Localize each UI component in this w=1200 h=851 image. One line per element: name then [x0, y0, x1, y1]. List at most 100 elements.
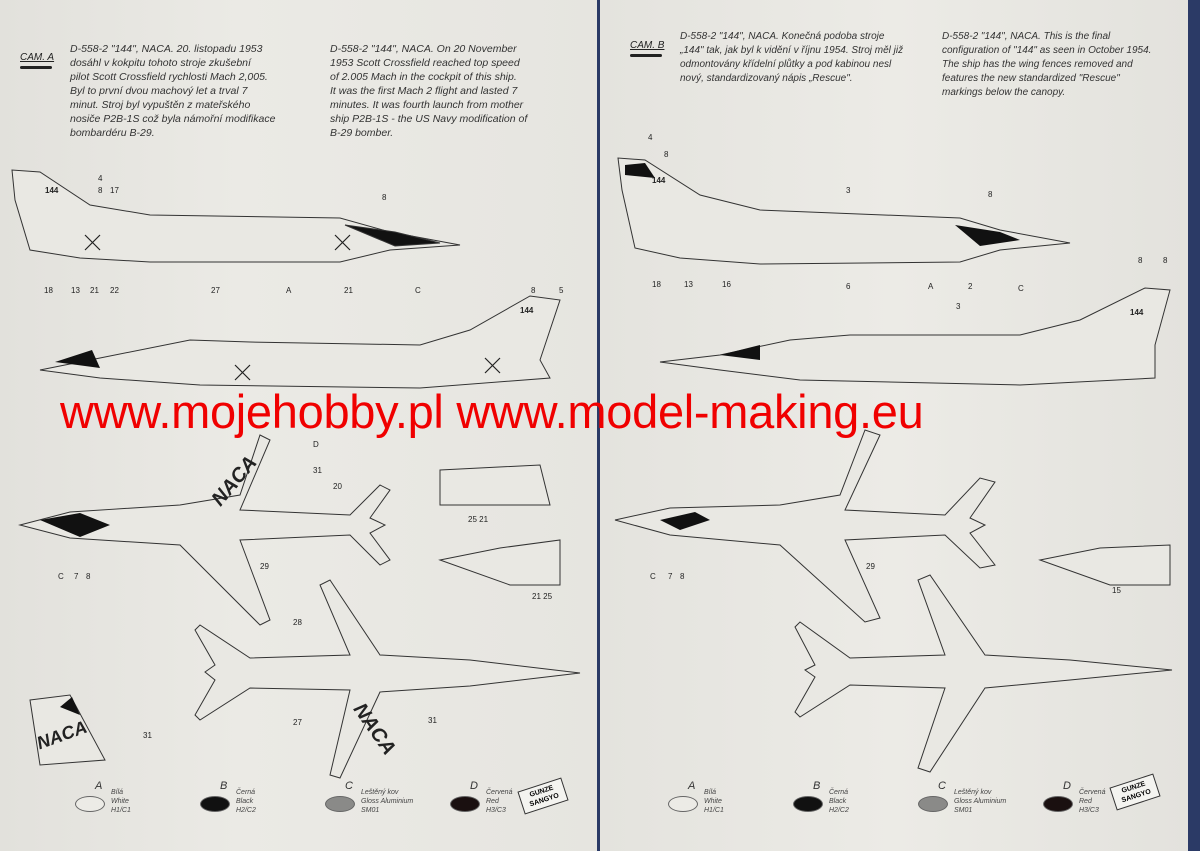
cam-b-label: CAM. B — [630, 40, 665, 57]
callout: 5 — [559, 286, 564, 295]
callout: 29 — [260, 562, 269, 571]
callout: C — [1018, 284, 1024, 293]
side-view-aircraft-2 — [659, 287, 1171, 386]
callout: 144 — [652, 176, 666, 185]
callout: 3 — [956, 302, 961, 311]
legend-text: Leštěný kov Gloss Aluminium SM01 — [954, 789, 1007, 814]
legend-letter: C — [938, 780, 946, 792]
legend-letter: B — [220, 780, 228, 792]
callout: A — [286, 286, 292, 295]
aircraft-drawings — [11, 169, 581, 779]
swatch — [200, 796, 230, 812]
callout: C — [415, 286, 421, 295]
legend-item-black: B Černá Black H2/C2 — [793, 780, 918, 826]
callout: C — [58, 572, 64, 581]
callout: 27 — [293, 718, 302, 727]
legend-item-aluminium: C Leštěný kov Gloss Aluminium SM01 — [918, 780, 1043, 826]
callout: 144 — [520, 306, 534, 315]
description-czech: D-558-2 "144", NACA. Konečná podoba stro… — [680, 31, 904, 84]
left-page: CAM. A D-558-2 "144", NACA. 20. listopad… — [0, 0, 597, 851]
legend-item-white: A Bílá White H1/C1 — [75, 780, 200, 826]
swatch — [325, 796, 355, 812]
legend-item-aluminium: C Leštěný kov Gloss Aluminium SM01 — [325, 780, 450, 826]
legend-item-white: A Bílá White H1/C1 — [668, 780, 793, 826]
callout: 8 — [86, 572, 91, 581]
callout: 8 — [1163, 256, 1168, 265]
paint-legend: A Bílá White H1/C1 B Černá Black H2/C2 C Le… — [75, 780, 575, 826]
callout: 144 — [1130, 308, 1144, 317]
swatch — [668, 796, 698, 812]
callout: 27 — [211, 286, 220, 295]
swatch — [793, 796, 823, 812]
callout: 16 — [722, 280, 731, 289]
side-view-aircraft — [617, 157, 1071, 265]
callout: 13 — [71, 286, 80, 295]
callout: 8 — [382, 193, 387, 202]
legend-letter: B — [813, 780, 821, 792]
legend-text: Černá Black H2/C2 — [829, 789, 849, 814]
legend-text: Černá Black H2/C2 — [236, 789, 256, 814]
callout: D — [313, 440, 319, 449]
legend-letter: A — [688, 780, 696, 792]
callout: 17 — [110, 186, 119, 195]
bottom-view-aircraft — [794, 574, 1173, 773]
callout: 20 — [333, 482, 342, 491]
nose-panel — [344, 224, 441, 247]
nose-detail-1 — [439, 464, 551, 506]
watermark: www.mojehobby.pl www.model-making.eu — [60, 385, 924, 438]
callout: 7 — [74, 572, 79, 581]
legend-letter: D — [1063, 780, 1071, 792]
callout: 8 — [98, 186, 103, 195]
legend-text: Leštěný kov Gloss Aluminium SM01 — [361, 789, 414, 814]
callout: 144 — [45, 186, 59, 195]
nose-detail — [1038, 544, 1171, 586]
callout: 13 — [684, 280, 693, 289]
callout: A — [928, 282, 934, 291]
callout: 8 — [1138, 256, 1143, 265]
callout: 3 — [846, 186, 851, 195]
legend-letter: D — [470, 780, 478, 792]
legend-text: Bílá White H1/C1 — [704, 789, 724, 814]
legend-item-red: D Červená Red H3/C3 — [450, 780, 575, 826]
callout: 4 — [98, 174, 103, 183]
tail-detail — [29, 694, 106, 766]
callout: 15 — [1112, 586, 1121, 595]
description-czech: D-558-2 "144", NACA. 20. listopadu 1953 … — [70, 43, 276, 139]
legend-item-red: D Červená Red H3/C3 — [1043, 780, 1168, 826]
callout: 18 — [44, 286, 53, 295]
side-view-aircraft-2 — [39, 295, 561, 389]
callout: 6 — [846, 282, 851, 291]
legend-letter: A — [95, 780, 103, 792]
swatch — [1043, 796, 1073, 812]
bottom-view-aircraft — [194, 579, 581, 779]
callout: 31 — [428, 716, 437, 725]
side-view-aircraft — [11, 169, 461, 263]
callout: 7 — [668, 572, 673, 581]
top-view-aircraft — [18, 434, 391, 626]
legend-text: Bílá White H1/C1 — [111, 789, 131, 814]
legend-text: Červená Red H3/C3 — [486, 789, 513, 814]
aircraft-drawings — [614, 157, 1173, 773]
callout: 21 — [90, 286, 99, 295]
callout: 29 — [866, 562, 875, 571]
callout: 2 — [968, 282, 973, 291]
callout: 8 — [664, 150, 669, 159]
cam-a-label: CAM. A — [20, 52, 55, 69]
description-english: D-558-2 "144", NACA. On 20 November 1953… — [330, 43, 528, 139]
callout: 18 — [652, 280, 661, 289]
callout: 21 — [344, 286, 353, 295]
callout: 31 — [313, 466, 322, 475]
callout: 22 — [110, 286, 119, 295]
paint-legend: A Bílá White H1/C1 B Černá Black H2/C2 C Le… — [668, 780, 1168, 826]
callout: C — [650, 572, 656, 581]
callout: 25 21 — [468, 515, 489, 524]
callout: 4 — [648, 133, 653, 142]
legend-item-black: B Černá Black H2/C2 — [200, 780, 325, 826]
legend-text: Červená Red H3/C3 — [1079, 789, 1106, 814]
legend-letter: C — [345, 780, 353, 792]
swatch — [918, 796, 948, 812]
callout: 8 — [531, 286, 536, 295]
swatch — [450, 796, 480, 812]
callout: 28 — [293, 618, 302, 627]
callout: 21 25 — [532, 592, 553, 601]
